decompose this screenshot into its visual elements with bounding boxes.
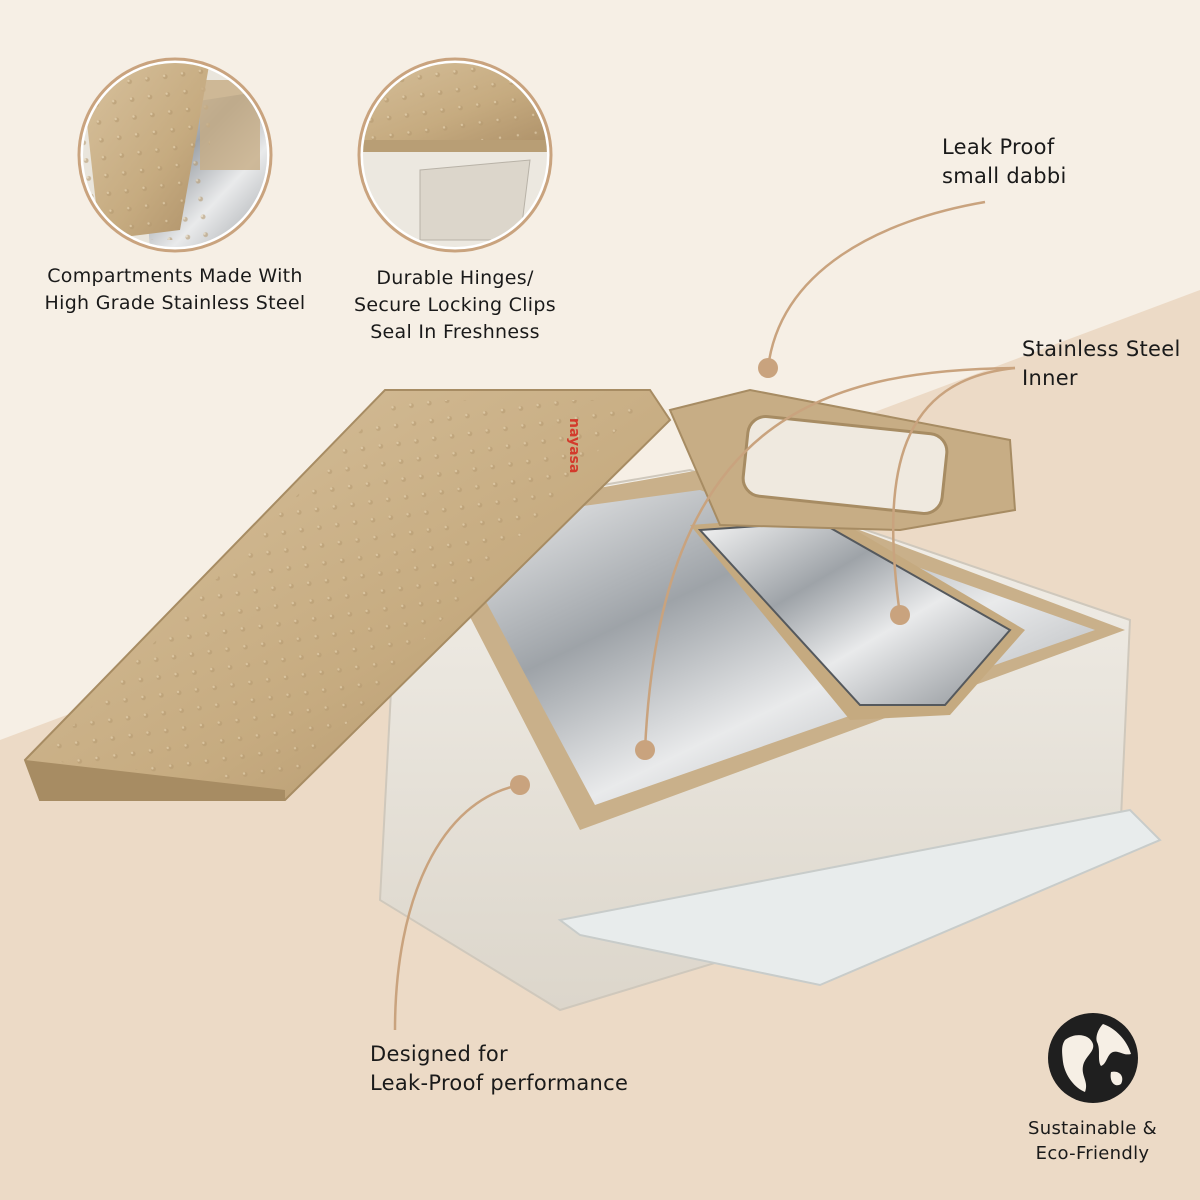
eco-label: Sustainable & Eco-Friendly <box>1028 1118 1157 1164</box>
callout-dots <box>510 358 910 795</box>
hinges-label: Durable Hinges/ Secure Locking Clips Sea… <box>354 267 556 343</box>
leakproof-callout: Designed for Leak-Proof performance <box>370 1042 629 1095</box>
hinges-thumbnail <box>357 57 553 253</box>
dabbi-callout: Leak Proof small dabbi <box>942 135 1067 188</box>
callout-lines <box>393 200 1016 1031</box>
eco-badge: Sustainable & Eco-Friendly <box>1000 1010 1185 1166</box>
brand-logo: nayasa <box>566 418 582 473</box>
globe-icon <box>1047 1013 1138 1103</box>
compartments-label: Compartments Made With High Grade Stainl… <box>44 265 306 314</box>
compartments-thumbnail <box>77 57 273 253</box>
inner-callout: Stainless Steel Inner <box>1022 337 1181 390</box>
